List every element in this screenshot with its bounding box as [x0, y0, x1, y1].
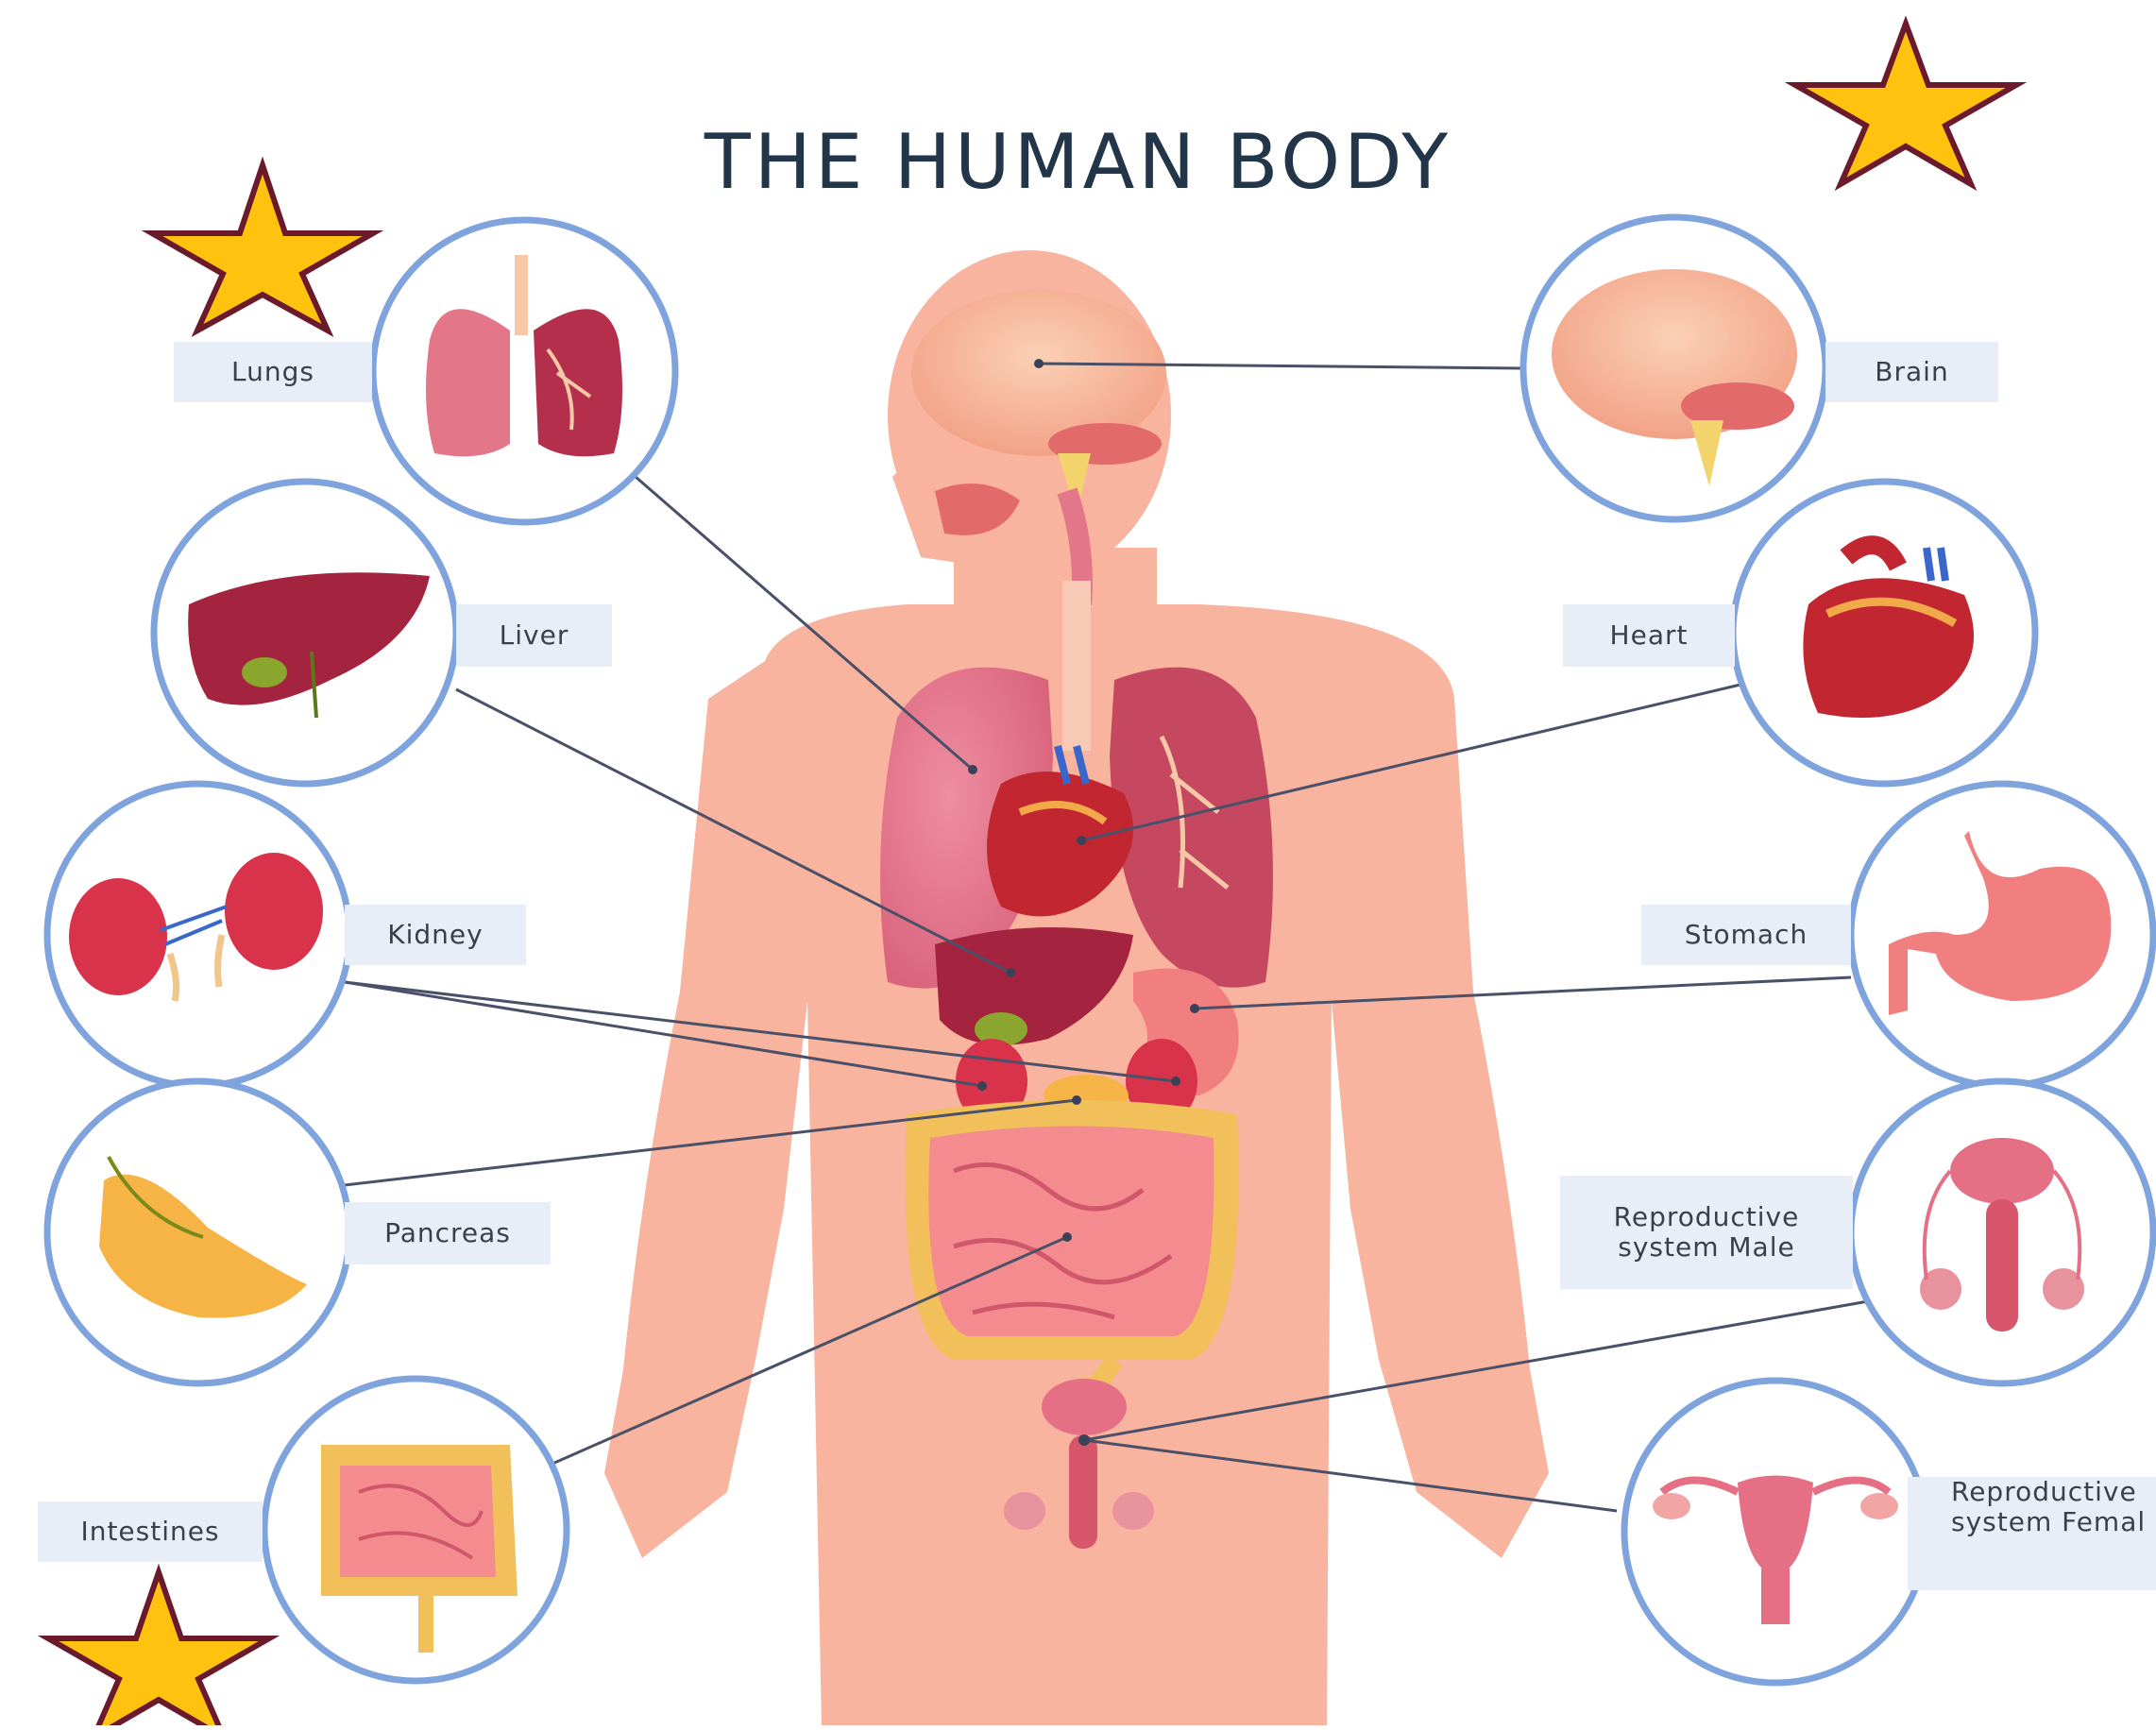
label-brain: Brain — [1825, 342, 1998, 402]
stomach-callout — [1851, 784, 2153, 1086]
star-icon — [48, 1572, 269, 1725]
heart-callout — [1733, 482, 2035, 784]
label-intestines: Intestines — [38, 1501, 263, 1562]
label-repro-male-line2: system Male — [1618, 1232, 1794, 1263]
brain-callout — [1523, 217, 1825, 519]
intestines-callout — [264, 1379, 567, 1681]
trachea — [1062, 581, 1091, 751]
page-title: THE HUMAN BODY — [0, 118, 2156, 206]
label-repro-male: Reproductive system Male — [1560, 1176, 1853, 1289]
label-stomach: Stomach — [1641, 905, 1851, 965]
label-kidney: Kidney — [345, 905, 526, 965]
label-repro-male-line1: Reproductive — [1614, 1202, 1800, 1232]
label-repro-female-line1: Reproductive — [1951, 1477, 2137, 1507]
label-liver: Liver — [456, 604, 612, 667]
label-repro-female-line2: system Femal — [1951, 1507, 2146, 1537]
male-reproductive-callout — [1851, 1081, 2153, 1383]
liver-callout — [154, 482, 456, 784]
female-reproductive-callout — [1624, 1381, 1927, 1683]
label-lungs: Lungs — [174, 342, 372, 402]
lungs-callout — [373, 220, 675, 522]
label-pancreas: Pancreas — [345, 1202, 551, 1264]
intestines-organ — [906, 1100, 1239, 1389]
pancreas-callout — [47, 1081, 349, 1383]
label-heart: Heart — [1563, 604, 1735, 667]
kidney-callout — [47, 784, 349, 1086]
label-repro-female: Reproductive system Femal — [1908, 1477, 2156, 1590]
